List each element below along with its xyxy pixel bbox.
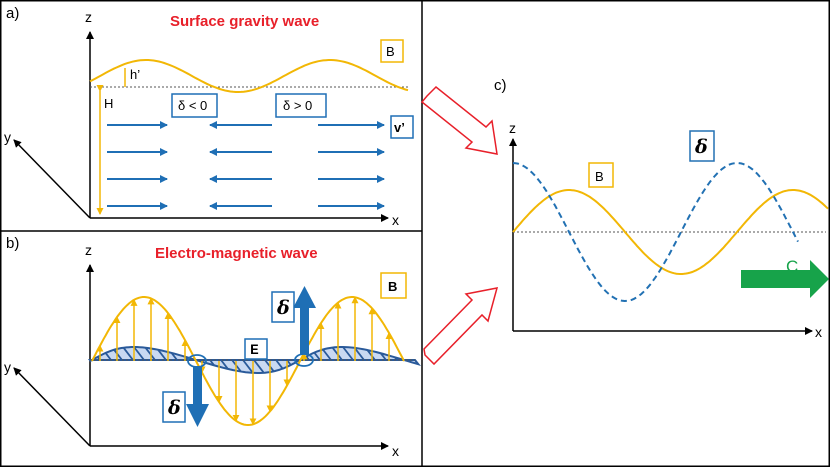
- panel-c-z-label: z: [509, 120, 516, 136]
- electric-field-vector: [133, 346, 145, 361]
- panel-a-B-box: [380, 39, 404, 63]
- panel-c-delta-wave: [512, 161, 799, 303]
- electric-field-vector: [366, 349, 376, 361]
- connector-arrows: [420, 85, 499, 366]
- electric-field-vector: [170, 352, 178, 361]
- panel-b-delta-down-box: [162, 391, 186, 423]
- panel-a: a) Surface gravity wave z x y h’ H B δ <…: [4, 5, 414, 228]
- panel-a-z-label: z: [85, 9, 92, 25]
- panel-c: c) z x B δ C: [494, 77, 829, 340]
- electric-field-vector: [313, 352, 321, 361]
- panel-a-x-label: x: [392, 212, 399, 228]
- panel-b-z-label: z: [85, 242, 92, 258]
- panel-a-title: Surface gravity wave: [170, 13, 319, 30]
- electric-field-vector: [242, 359, 254, 374]
- panel-a-delta-neg-label: δ < 0: [178, 98, 207, 113]
- panel-c-delta-box: [689, 130, 715, 162]
- panel-b-magnetic-wave: [91, 296, 405, 427]
- electric-field-vector: [353, 347, 365, 361]
- electric-field-vector: [104, 352, 112, 361]
- panel-a-surface-wave: [89, 59, 409, 93]
- panel-b-magnetic-field-vectors: [96, 296, 393, 426]
- panel-b-B-label: B: [388, 279, 397, 294]
- panel-c-B-box: [588, 162, 614, 188]
- connector-arrow-a-to-c: [420, 85, 498, 155]
- panel-a-y-label: y: [4, 129, 11, 145]
- electric-field-vector: [394, 356, 398, 361]
- panel-a-delta-neg-box: [171, 93, 218, 118]
- panel-a-label: a): [6, 5, 19, 22]
- panel-c-B-wave: [512, 189, 829, 275]
- electric-field-vector: [275, 359, 284, 370]
- panel-a-y-axis: [13, 139, 91, 219]
- panel-a-H-label: H: [104, 96, 113, 111]
- electric-field-vector: [220, 359, 229, 370]
- panel-a-v-prime-label: v’: [394, 120, 405, 135]
- electric-field-vector: [157, 349, 167, 361]
- panel-b-E-box: [244, 338, 268, 360]
- electric-field-vector: [122, 347, 134, 361]
- panel-b-label: b): [6, 235, 19, 252]
- electric-field-vector: [253, 359, 265, 374]
- panel-b-delta-up-arrow: [293, 286, 316, 354]
- panel-a-delta-pos-label: δ > 0: [283, 98, 312, 113]
- panel-b-delta-up-box: [271, 291, 295, 323]
- panel-b-electric-field-hatch: [96, 346, 398, 374]
- electric-field-vector: [209, 359, 215, 366]
- panel-a-velocity-arrows: [107, 121, 385, 210]
- panel-b-delta-up-label: δ: [276, 297, 290, 319]
- panel-c-delta-label: δ: [694, 136, 708, 158]
- panel-b-E-label: 𝐄: [250, 343, 259, 358]
- panel-c-propagation-arrow: [741, 260, 829, 298]
- electric-field-vector: [322, 348, 332, 361]
- panel-a-v-prime-box: [390, 115, 414, 139]
- electric-field-vector: [113, 349, 123, 361]
- panel-b-B-box: [380, 272, 407, 299]
- panel-b-title: Electro-magnetic wave: [155, 245, 318, 262]
- panel-b-delta-down-arrow: [186, 366, 209, 427]
- panel-b-y-axis: [13, 367, 91, 447]
- panel-b-delta-down-label: δ: [167, 397, 181, 419]
- connector-arrow-b-to-c: [423, 287, 499, 366]
- panel-c-B-label: B: [595, 169, 604, 184]
- electric-field-vector: [286, 359, 292, 366]
- panel-a-delta-pos-box: [275, 93, 327, 118]
- panel-a-h-prime-label: h’: [130, 67, 140, 82]
- panel-b-x-label: x: [392, 443, 399, 459]
- electric-field-vector: [380, 352, 387, 361]
- panel-c-label: c): [494, 77, 507, 94]
- electric-field-vector: [342, 346, 354, 361]
- panel-b-y-label: y: [4, 359, 11, 375]
- panel-c-x-label: x: [815, 324, 822, 340]
- panel-a-B-label: B: [386, 44, 395, 59]
- panel-c-C-label: C: [786, 257, 798, 276]
- panel-b: b) Electro-magnetic wave z x y δ: [4, 235, 421, 459]
